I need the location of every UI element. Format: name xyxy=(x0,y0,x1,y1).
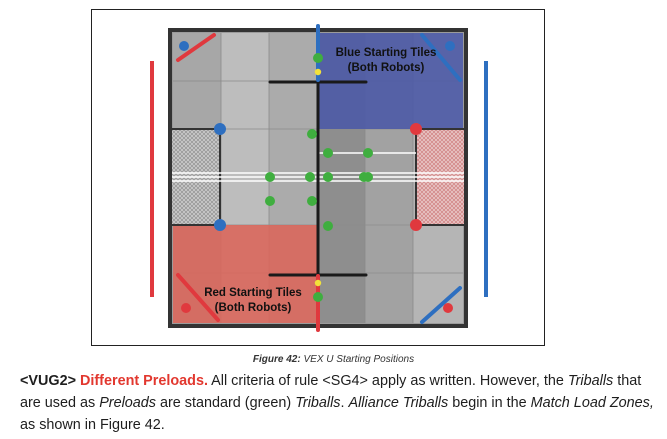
term: Match Load Zones, xyxy=(530,395,654,411)
figure-frame: Blue Starting Tiles (Both Robots) Red St… xyxy=(91,9,545,346)
red-alliance-bar xyxy=(150,61,154,297)
green-triballs xyxy=(265,53,373,302)
rule-text: begin in the xyxy=(448,395,531,411)
blue-tiles-label-line1: Blue Starting Tiles xyxy=(336,47,437,59)
term: Alliance Triballs xyxy=(348,395,449,411)
term: Preloads xyxy=(99,395,156,411)
red-tiles-label-line1: Red Starting Tiles xyxy=(204,287,302,299)
blue-alliance-bar xyxy=(484,61,488,297)
term: Triballs xyxy=(567,373,614,389)
rule-title: Different Preloads. xyxy=(80,373,208,389)
rule-text: All criteria of rule <SG4> apply as writ… xyxy=(211,373,568,389)
figure-caption-text: VEX U Starting Positions xyxy=(303,354,415,365)
blue-triball xyxy=(445,41,455,51)
red-triball xyxy=(181,303,191,313)
rule-paragraph: <VUG2> Different Preloads. All criteria … xyxy=(20,370,660,436)
rule-text: as shown in Figure 42. xyxy=(20,417,165,433)
rule-text: that are used as xyxy=(20,373,642,411)
rule-text: . xyxy=(340,395,349,411)
rule-text: are standard (green) xyxy=(156,395,296,411)
blue-triball xyxy=(179,41,189,51)
red-tiles-label-line2: (Both Robots) xyxy=(215,302,292,314)
field-diagram: Blue Starting Tiles (Both Robots) Red St… xyxy=(150,24,488,332)
figure-number: Figure 42: xyxy=(252,354,301,365)
blue-tiles-label-line2: (Both Robots) xyxy=(348,62,425,74)
rule-id: <VUG2> xyxy=(20,373,76,389)
red-triball xyxy=(443,303,453,313)
figure-caption: Figure 42: VEX U Starting Positions xyxy=(0,354,667,365)
term: Triballs xyxy=(295,395,341,411)
